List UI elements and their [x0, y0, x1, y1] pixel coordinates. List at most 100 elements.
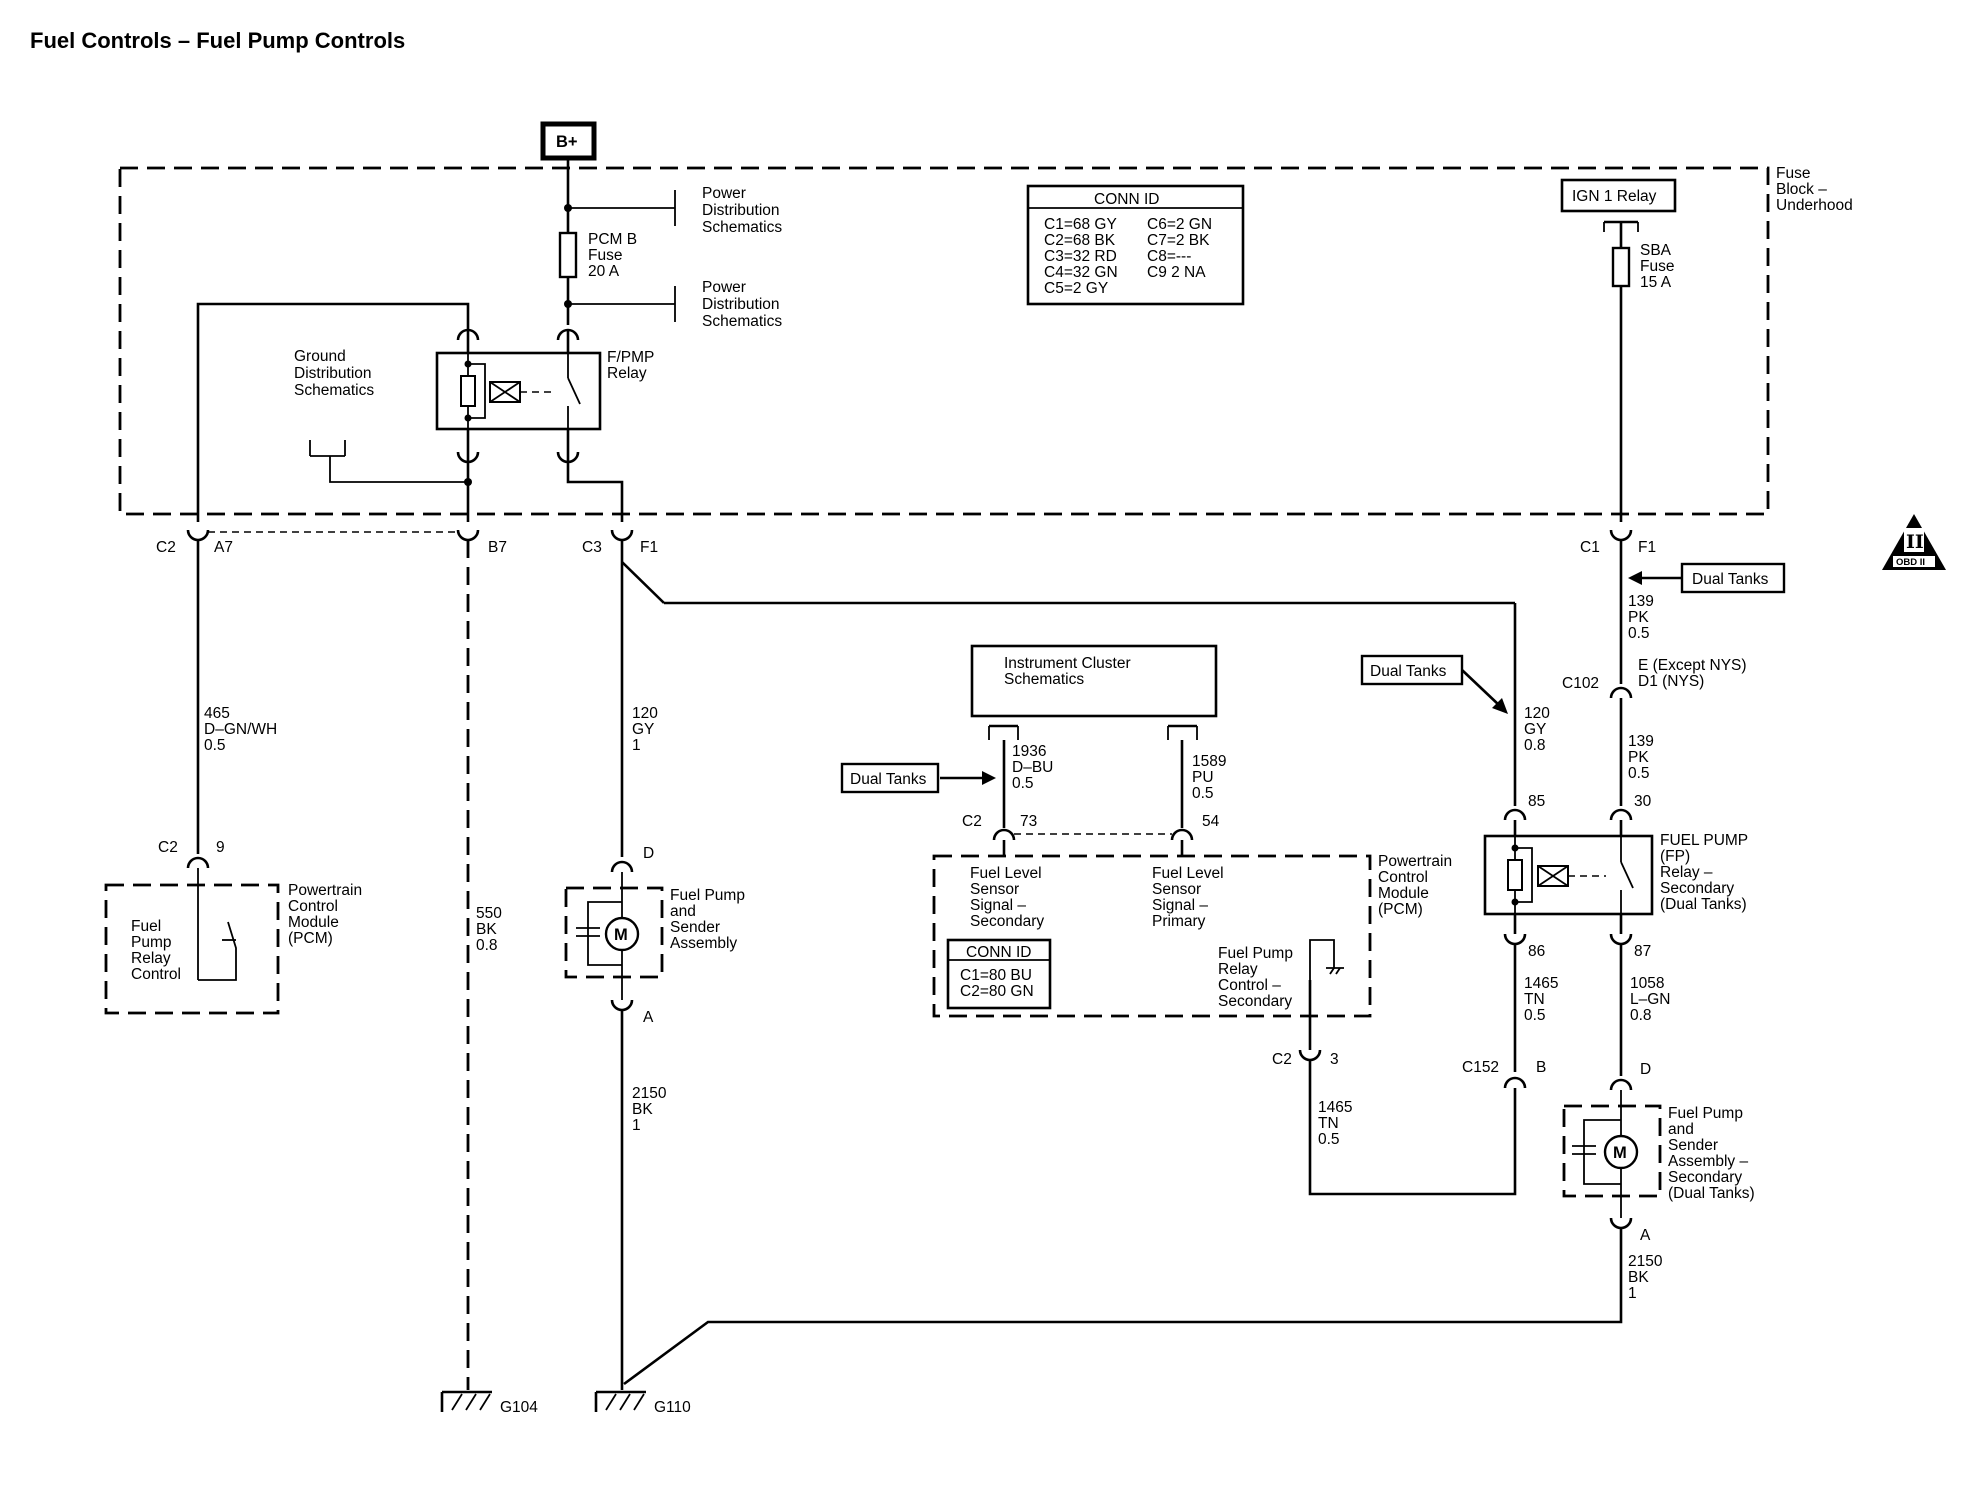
connector-c2-3: C2 3	[1272, 1049, 1339, 1068]
svg-text:0.5: 0.5	[1524, 1007, 1546, 1024]
svg-text:PU: PU	[1192, 769, 1214, 786]
svg-text:Module: Module	[1378, 885, 1429, 902]
instrument-cluster-box	[970, 644, 1218, 718]
wire-120-branch	[621, 561, 665, 604]
svg-text:Relay: Relay	[131, 950, 171, 967]
svg-text:120: 120	[632, 705, 658, 722]
wire-2150-b	[623, 1228, 1623, 1386]
svg-text:1465: 1465	[1524, 975, 1558, 992]
connector-c3-f1: C3 F1	[582, 529, 658, 556]
wire-1465b-label: 1465 TN 0.5	[1524, 975, 1558, 1024]
conn-id-table	[1026, 184, 1245, 306]
svg-text:Fuel Level: Fuel Level	[1152, 865, 1224, 882]
ground-g104-label: G104	[500, 1399, 538, 1416]
connector-54: 54	[1170, 813, 1220, 841]
relay-sec-switch-blade	[1620, 861, 1634, 889]
svg-text:C7=2 BK: C7=2 BK	[1147, 232, 1210, 249]
svg-text:Fuel Level: Fuel Level	[970, 865, 1042, 882]
svg-text:Fuel Pump: Fuel Pump	[670, 887, 745, 904]
svg-text:Control –: Control –	[1218, 977, 1281, 994]
pcm-conn-id-table	[946, 938, 1052, 1010]
svg-text:D–BU: D–BU	[1012, 759, 1053, 776]
svg-text:550: 550	[476, 905, 502, 922]
wire-120a-label: 120 GY 1	[632, 705, 658, 754]
svg-text:E (Except NYS): E (Except NYS)	[1638, 657, 1747, 674]
svg-text:PK: PK	[1628, 609, 1649, 626]
svg-text:0.5: 0.5	[204, 737, 226, 754]
svg-text:1: 1	[1628, 1285, 1637, 1302]
sba-fuse-icon	[1611, 246, 1631, 288]
fuel-pump-1-label: Fuel Pump and Sender Assembly	[670, 887, 745, 952]
svg-text:Primary: Primary	[1152, 913, 1206, 930]
svg-text:30: 30	[1634, 793, 1652, 810]
svg-text:C8=---: C8=---	[1147, 248, 1191, 265]
svg-text:Fuse: Fuse	[1776, 165, 1810, 182]
connector-c102: C102 E (Except NYS) D1 (NYS)	[1562, 657, 1747, 699]
fuel-pump-2-outline	[1562, 1104, 1662, 1198]
svg-text:Relay: Relay	[1218, 961, 1258, 978]
pcm-left-switch	[198, 921, 237, 981]
svg-text:GY: GY	[632, 721, 654, 738]
svg-text:B: B	[1536, 1059, 1546, 1076]
wire-120b-label: 120 GY 0.8	[1524, 705, 1550, 754]
ground-g110-label: G110	[654, 1399, 691, 1416]
wire-1465-a	[1308, 1060, 1517, 1196]
svg-text:0.8: 0.8	[1524, 737, 1546, 754]
battery-label: B+	[556, 133, 578, 151]
pcm-conn-id-row: C2=80 GN	[960, 983, 1034, 1000]
svg-text:Power: Power	[702, 279, 746, 296]
svg-text:Pump: Pump	[131, 934, 172, 951]
connector-c2-a7: C2 A7	[156, 529, 233, 556]
pcm-conn-id-title: CONN ID	[966, 944, 1031, 961]
pcm-conn-id-row: C1=80 BU	[960, 967, 1032, 984]
svg-text:Relay: Relay	[607, 365, 647, 382]
svg-text:2150: 2150	[632, 1085, 667, 1102]
pcm-left-outline	[104, 883, 280, 1015]
relay-bottom-terminals	[456, 451, 580, 464]
svg-text:BK: BK	[1628, 1269, 1649, 1286]
svg-text:C1=68 GY: C1=68 GY	[1044, 216, 1117, 233]
pcm-mid-outline	[932, 854, 1372, 1018]
svg-text:Fuse: Fuse	[588, 247, 622, 264]
svg-text:F1: F1	[640, 539, 658, 556]
svg-text:Sender: Sender	[1668, 1137, 1718, 1154]
obd-roman: II	[1906, 531, 1924, 553]
svg-text:0.5: 0.5	[1318, 1131, 1340, 1148]
svg-text:139: 139	[1628, 593, 1654, 610]
wire-2150b-label: 2150 BK 1	[1628, 1253, 1663, 1302]
svg-text:1: 1	[632, 1117, 641, 1134]
svg-text:Module: Module	[288, 914, 339, 931]
svg-text:1: 1	[632, 737, 641, 754]
svg-text:Powertrain: Powertrain	[288, 882, 362, 899]
svg-text:Powertrain: Powertrain	[1378, 853, 1452, 870]
relay-coil-loop	[468, 363, 486, 419]
svg-text:3: 3	[1330, 1051, 1339, 1068]
svg-text:L–GN: L–GN	[1630, 991, 1671, 1008]
svg-text:B7: B7	[488, 539, 507, 556]
svg-text:D1 (NYS): D1 (NYS)	[1638, 673, 1704, 690]
svg-text:Assembly: Assembly	[670, 935, 737, 952]
svg-text:TN: TN	[1318, 1115, 1339, 1132]
connector-a-bottom: A	[610, 999, 654, 1026]
svg-text:85: 85	[1528, 793, 1545, 810]
wire-1465a-label: 1465 TN 0.5	[1318, 1099, 1352, 1148]
power-dist-label-1: Power Distribution Schematics	[702, 185, 782, 236]
pcm-b-fuse-label: PCM B Fuse 20 A	[588, 231, 637, 280]
motor-label: M	[614, 926, 628, 944]
svg-text:(Dual Tanks): (Dual Tanks)	[1668, 1185, 1755, 1202]
svg-text:73: 73	[1020, 813, 1037, 830]
power-dist-label-2: Power Distribution Schematics	[702, 279, 782, 330]
fuel-pump-relay-control-label: Fuel Pump Relay Control	[131, 918, 181, 983]
relay-sec-coil-loop	[1515, 847, 1533, 903]
svg-text:A7: A7	[214, 539, 233, 556]
fuel-pump-1-sender	[587, 901, 622, 966]
svg-text:Control: Control	[288, 898, 338, 915]
svg-text:SBA: SBA	[1640, 242, 1672, 259]
svg-text:Sensor: Sensor	[1152, 881, 1201, 898]
svg-text:Fuel Pump: Fuel Pump	[1668, 1105, 1743, 1122]
svg-text:465: 465	[204, 705, 230, 722]
svg-text:Assembly –: Assembly –	[1668, 1153, 1748, 1170]
ic-terminal-1936	[988, 724, 1019, 740]
svg-text:FUEL PUMP: FUEL PUMP	[1660, 832, 1748, 849]
svg-text:Secondary: Secondary	[1668, 1169, 1742, 1186]
